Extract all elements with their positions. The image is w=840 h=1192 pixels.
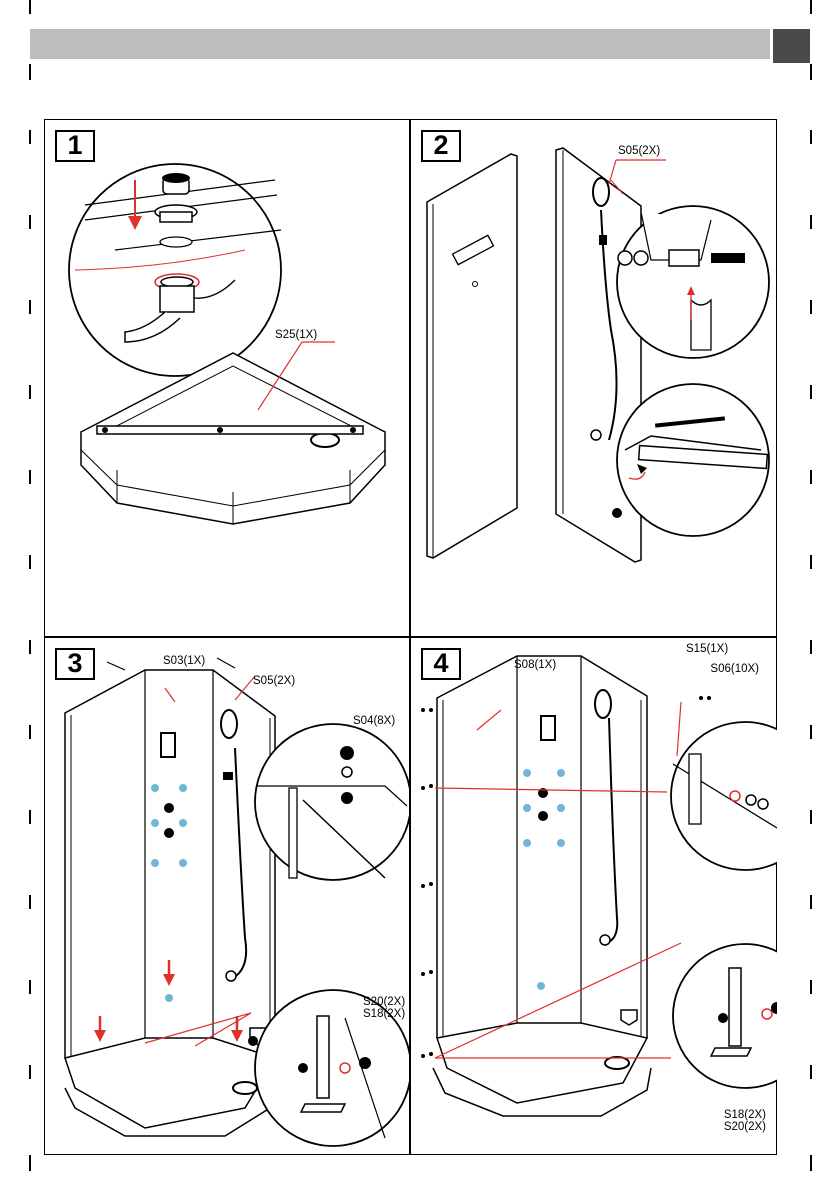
- soap-shelf-detail-circle: [617, 384, 769, 536]
- label-s20-step3: S20(2X): [363, 996, 405, 1008]
- label-s15: S15(1X): [686, 643, 728, 655]
- assembled-shower-with-door-frame: [421, 656, 711, 1116]
- step-2-panel: 2: [411, 120, 777, 636]
- label-s25: S25(1X): [275, 329, 317, 341]
- header-bar: [30, 29, 770, 59]
- label-s06: S06(10X): [710, 663, 759, 675]
- label-s20-step4: S20(2X): [724, 1121, 766, 1133]
- label-s05: S05(2X): [618, 145, 660, 157]
- label-s18-step4: S18(2X): [724, 1109, 766, 1121]
- step-2-drawing: S05(2X): [411, 120, 777, 636]
- assembly-steps-grid: 1: [44, 119, 777, 1155]
- step-1-panel: 1: [45, 120, 409, 636]
- step-3-panel: 3: [45, 638, 409, 1154]
- frame-screw-detail-circle: [671, 722, 777, 870]
- step-1-drawing: S25(1X): [45, 120, 409, 636]
- step-3-drawing: S03(1X) S05(2X) S04(8X) S20(2X) S18(2X): [45, 638, 409, 1154]
- joint-detail-circle: [255, 724, 409, 880]
- step-4-panel: 4: [411, 638, 777, 1154]
- drain-detail-circle: [69, 164, 281, 376]
- left-side-panel: [427, 154, 517, 558]
- foot-bracket-detail-circle-step4: [673, 944, 777, 1088]
- assembled-shower-enclosure: [65, 658, 275, 1136]
- label-s08: S08(1X): [514, 659, 556, 671]
- label-s04: S04(8X): [353, 715, 395, 727]
- step-4-drawing: S08(1X) S15(1X) S06(10X) S18(2X) S20(2X): [411, 638, 777, 1154]
- label-s03: S03(1X): [163, 655, 205, 667]
- label-s05-step3: S05(2X): [253, 675, 295, 687]
- label-s18-step3: S18(2X): [363, 1008, 405, 1020]
- shower-tray: [81, 342, 385, 524]
- page-tab-marker: [773, 29, 810, 63]
